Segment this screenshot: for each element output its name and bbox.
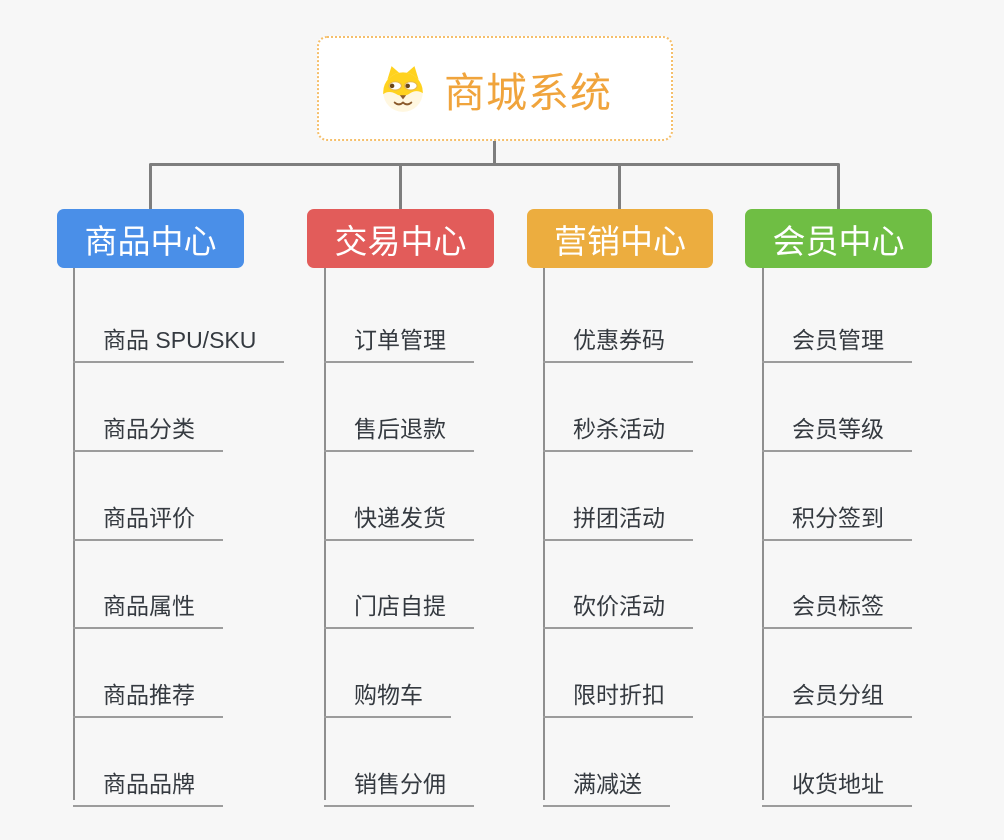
leaf-node[interactable]: 积分签到 [762,490,912,541]
branch-spine-line [762,268,764,800]
leaf-node[interactable]: 限时折扣 [543,667,693,718]
branch-box-trade-center[interactable]: 交易中心 [307,209,494,268]
root-title: 商城系统 [444,69,612,116]
branch-drop-line [149,164,152,210]
branch-label: 交易中心 [334,222,467,260]
leaf-node[interactable]: 会员分组 [762,667,912,718]
leaf-node[interactable]: 优惠券码 [543,312,693,363]
branch-label: 商品中心 [84,222,217,260]
leaf-node[interactable]: 商品属性 [73,578,223,629]
leaf-node[interactable]: 秒杀活动 [543,401,693,452]
leaf-node[interactable]: 商品评价 [73,490,223,541]
leaf-node[interactable]: 会员标签 [762,578,912,629]
branch-drop-line [399,164,402,210]
leaf-node[interactable]: 会员管理 [762,312,912,363]
branch-box-marketing-center[interactable]: 营销中心 [527,209,713,268]
root-node[interactable]: 商城系统 [317,36,673,141]
leaf-node[interactable]: 满减送 [543,756,670,807]
branch-spine-line [73,268,75,800]
dog-logo-icon [378,64,428,114]
leaf-node[interactable]: 订单管理 [324,312,474,363]
branch-label: 营销中心 [554,222,686,260]
leaf-node[interactable]: 砍价活动 [543,578,693,629]
branch-drop-line [618,164,621,210]
leaf-node[interactable]: 收货地址 [762,756,912,807]
leaf-node[interactable]: 快递发货 [324,490,474,541]
leaf-node[interactable]: 商品分类 [73,401,223,452]
branch-drop-line [837,164,840,210]
branch-label: 会员中心 [772,222,905,260]
leaf-node[interactable]: 商品品牌 [73,756,223,807]
leaf-node[interactable]: 商品 SPU/SKU [73,312,285,363]
leaf-node[interactable]: 售后退款 [324,401,474,452]
leaf-node[interactable]: 会员等级 [762,401,912,452]
branch-spine-line [543,268,545,800]
branch-box-product-center[interactable]: 商品中心 [57,209,244,268]
leaf-node[interactable]: 销售分佣 [324,756,474,807]
leaf-node[interactable]: 门店自提 [324,578,474,629]
leaf-node[interactable]: 拼团活动 [543,490,693,541]
branch-spine-line [324,268,326,800]
leaf-node[interactable]: 购物车 [324,667,451,718]
leaf-node[interactable]: 商品推荐 [73,667,223,718]
branch-box-member-center[interactable]: 会员中心 [745,209,932,268]
branch-bus-line [149,163,840,166]
root-connector-line [493,139,496,165]
